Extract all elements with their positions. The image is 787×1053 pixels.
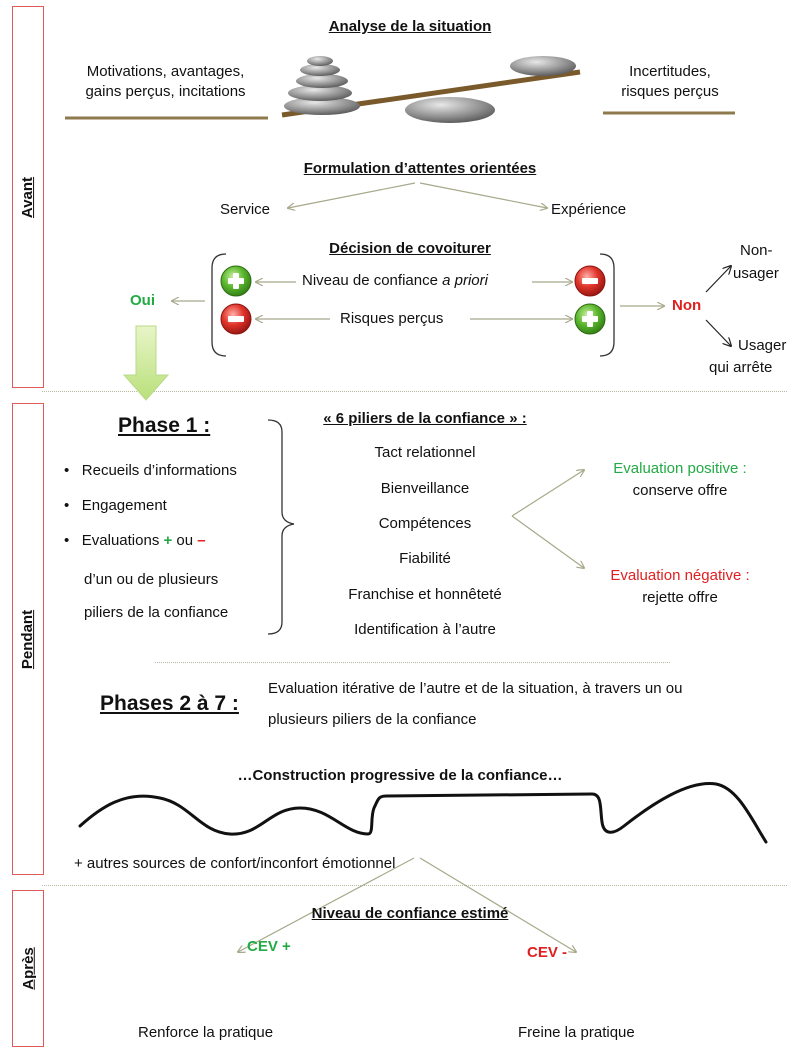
niveau-confiance-italic: a priori xyxy=(442,272,488,289)
decision-brace-right xyxy=(599,253,615,357)
list-item: • Engagement xyxy=(64,497,167,514)
balance-stones-illustration xyxy=(281,56,581,123)
renforce-label: Renforce la pratique xyxy=(138,1024,274,1041)
niveau-confiance-prefix: Niveau de confiance xyxy=(302,272,443,289)
phase1-bullets: • Recueils d’informations • Engagement •… xyxy=(64,462,237,567)
cev-plus-label: CEV + xyxy=(247,938,291,955)
arrow-to-renforce xyxy=(238,857,415,952)
analyse-right-text-2: risques perçus xyxy=(621,83,719,100)
plus-icon-green-right-bottom xyxy=(574,303,606,335)
freine-label: Freine la pratique xyxy=(518,1024,635,1041)
phases27-line-1: Evaluation itérative de l’autre et de la… xyxy=(268,680,683,697)
autres-sources-text: + autres sources de confort/inconfort ém… xyxy=(74,855,396,872)
section-apres: Après xyxy=(12,890,44,1047)
phase1-title: Phase 1 : xyxy=(118,414,211,437)
analyse-title: Analyse de la situation xyxy=(328,18,492,35)
non-label: Non xyxy=(672,297,702,314)
minus-icon-red-left-bottom xyxy=(220,303,252,335)
piliers-title: « 6 piliers de la confiance » : xyxy=(323,410,527,427)
usager-arrete-label-2: qui arrête xyxy=(709,359,773,376)
arrow-to-non-usager xyxy=(705,266,731,293)
niveau-estime-title: Niveau de confiance estimé xyxy=(311,905,509,922)
eval-negative-text: rejette offre xyxy=(642,589,718,606)
experience-label: Expérience xyxy=(551,201,627,218)
non-usager-label-1: Non- xyxy=(740,242,773,259)
bullet-text-2: Engagement xyxy=(81,497,167,514)
analyse-right-text-1: Incertitudes, xyxy=(629,63,711,80)
phases27-title: Phases 2 à 7 : xyxy=(100,692,239,715)
bullet-text-1: Recueils d’informations xyxy=(81,462,237,479)
eval-line-2: d’un ou de plusieurs xyxy=(84,571,219,588)
eval-plus: + xyxy=(163,532,173,549)
arrow-to-usager-arrete xyxy=(705,319,731,346)
eval-negative-title: Evaluation négative : xyxy=(610,567,750,584)
pilier-4: Fiabilité xyxy=(399,550,451,567)
arrow-to-eval-negative xyxy=(511,515,584,568)
separator-phase1-phases27 xyxy=(155,662,670,663)
arrow-to-eval-positive xyxy=(511,470,584,517)
pilier-2: Bienveillance xyxy=(380,480,470,497)
arrow-to-service xyxy=(288,182,416,208)
service-label: Service xyxy=(220,201,271,218)
down-arrow-to-phase1 xyxy=(122,325,170,401)
separator-pendant-apres xyxy=(42,885,787,886)
separator-avant-pendant xyxy=(42,391,787,392)
pilier-6: Identification à l’autre xyxy=(354,621,496,638)
eval-mid: ou xyxy=(172,532,198,549)
cev-minus-label: CEV - xyxy=(527,944,568,961)
confidence-curve xyxy=(78,782,768,844)
pilier-5: Franchise et honnêteté xyxy=(348,586,502,603)
section-avant: Avant xyxy=(12,6,44,388)
eval-positive-title: Evaluation positive : xyxy=(613,460,747,477)
arrow-to-freine xyxy=(419,857,576,952)
minus-icon-red-right-top xyxy=(574,265,606,297)
eval-minus: – xyxy=(197,532,206,549)
decision-brace-left xyxy=(211,253,227,357)
arrow-to-experience xyxy=(419,182,547,208)
non-usager-label-2: usager xyxy=(733,265,779,282)
phase1-brace xyxy=(267,419,295,635)
plus-icon-green-left-top xyxy=(220,265,252,297)
phases27-line-2: plusieurs piliers de la confiance xyxy=(268,711,477,728)
eval-positive-text: conserve offre xyxy=(632,482,728,499)
pilier-1: Tact relationnel xyxy=(374,444,476,461)
niveau-confiance-label: Niveau de confiance a priori xyxy=(302,272,488,289)
oui-label: Oui xyxy=(130,292,155,309)
eval-prefix: Evaluations xyxy=(81,532,164,549)
construction-title: …Construction progressive de la confianc… xyxy=(237,767,563,784)
usager-arrete-label-1: Usager xyxy=(738,337,787,354)
formulation-title: Formulation d’attentes orientées xyxy=(303,160,537,177)
analyse-left-text-2: gains perçus, incitations xyxy=(85,83,246,100)
pilier-3: Compétences xyxy=(378,515,472,532)
decision-title: Décision de covoiturer xyxy=(329,240,491,257)
eval-line-3: piliers de la confiance xyxy=(84,604,229,621)
risques-percus-label: Risques perçus xyxy=(340,310,444,327)
list-item: • Evaluations + ou – xyxy=(64,532,206,549)
list-item: • Recueils d’informations xyxy=(64,462,237,479)
analyse-left-text-1: Motivations, avantages, xyxy=(86,63,245,80)
section-pendant: Pendant xyxy=(12,403,44,875)
